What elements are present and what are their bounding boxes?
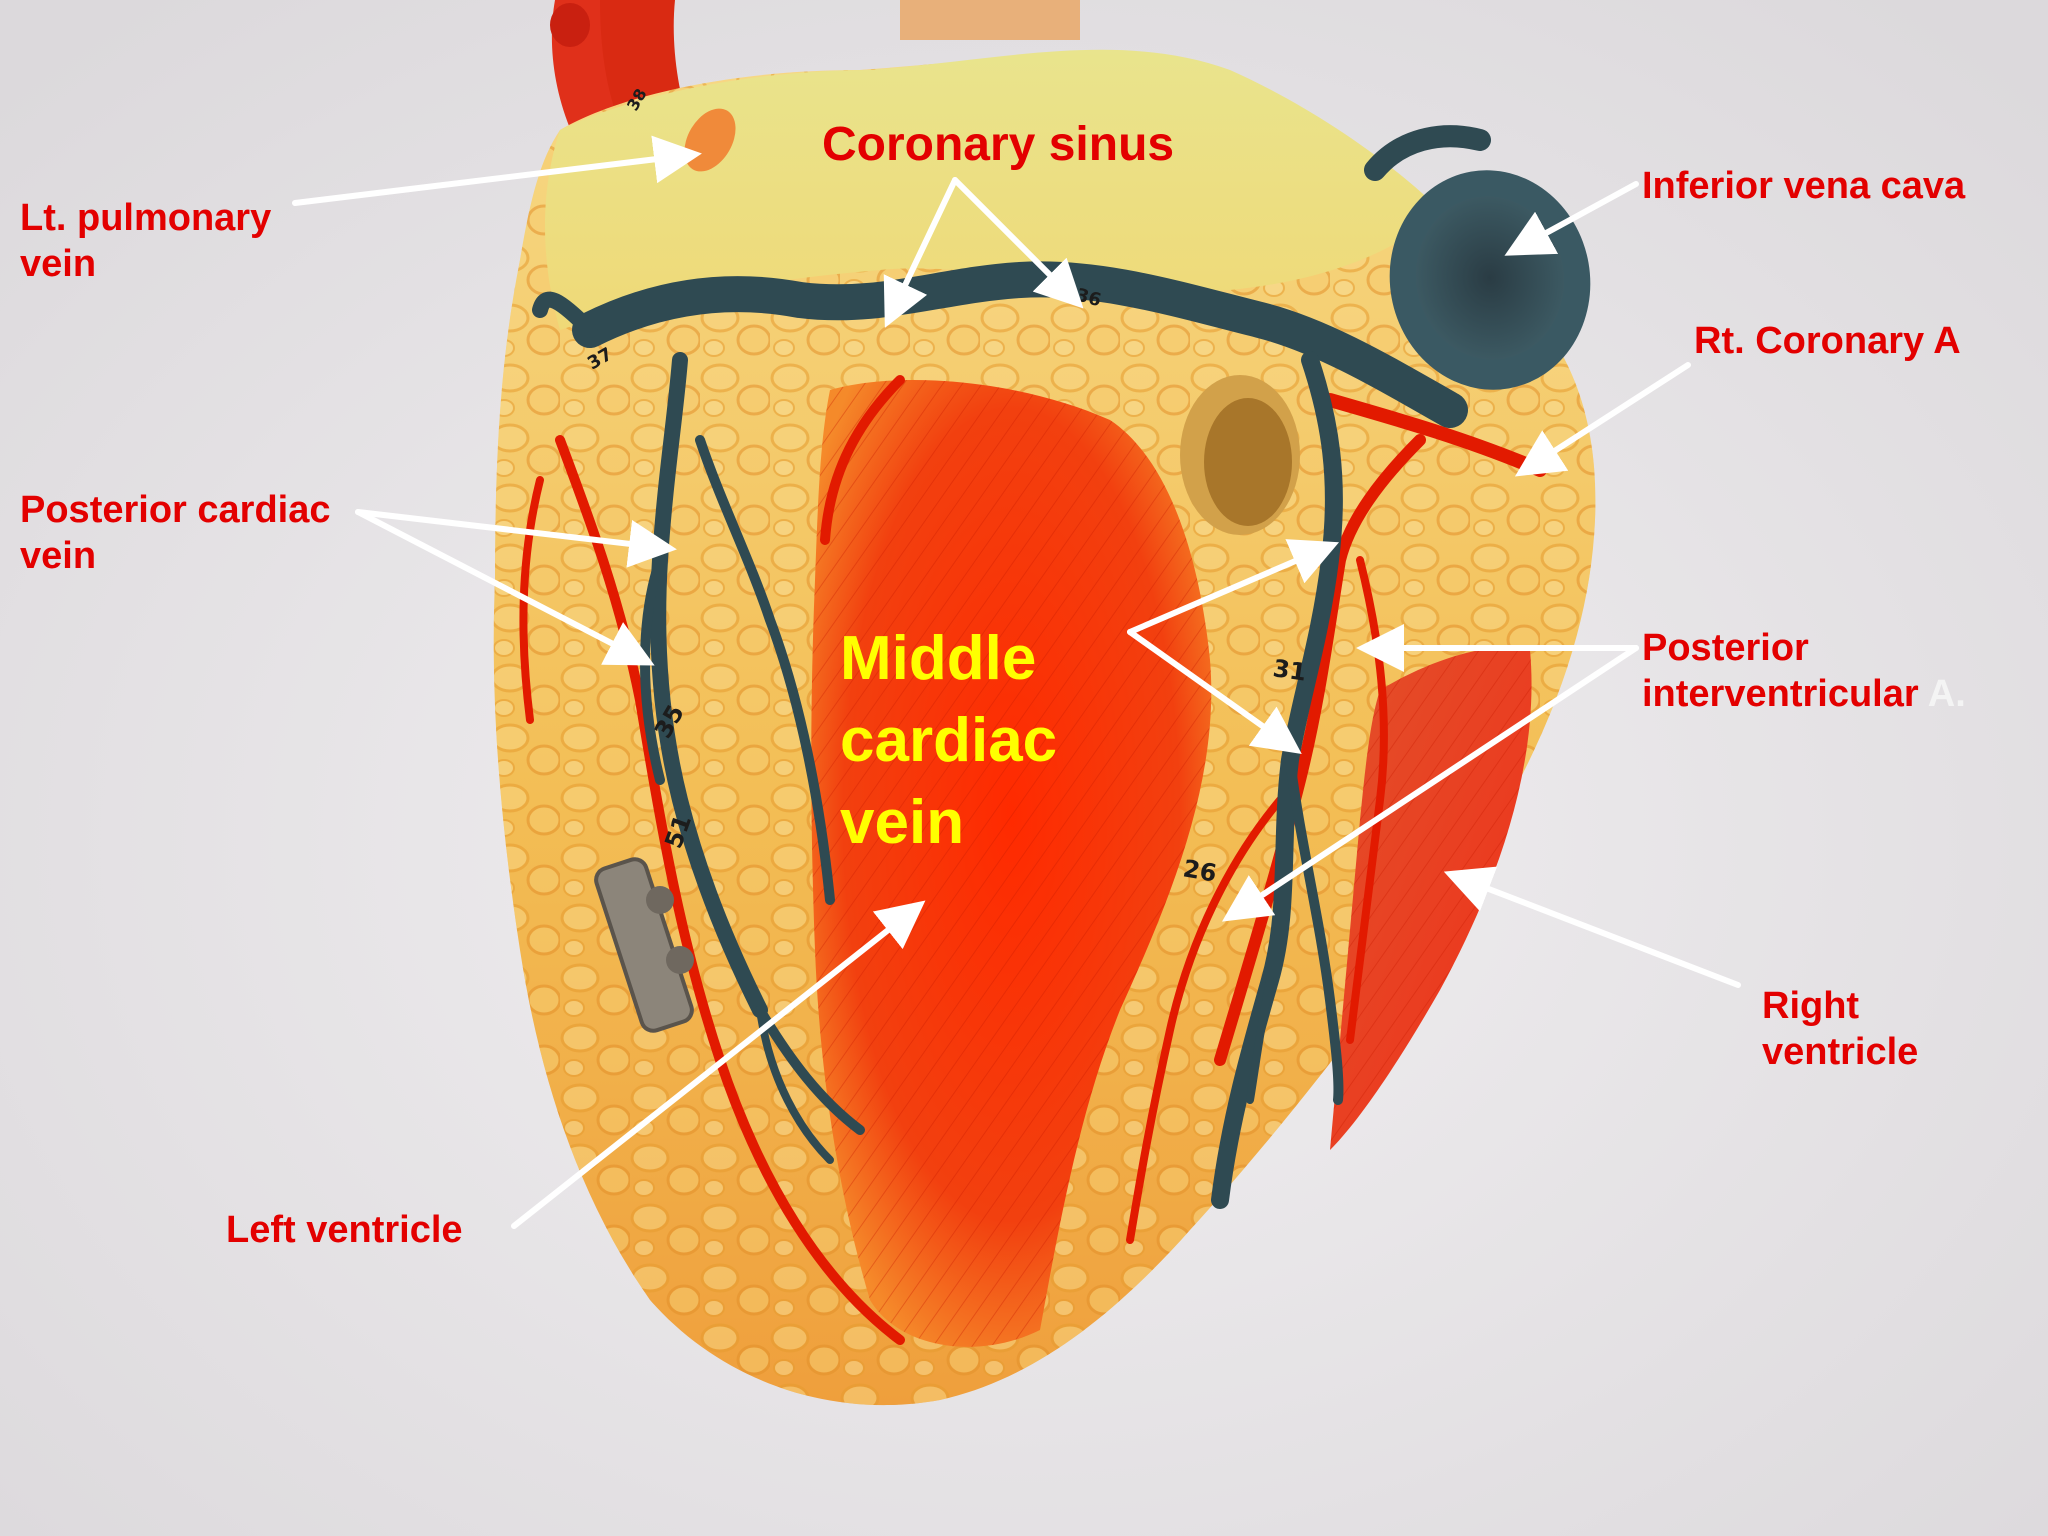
left-ventricle-label: Left ventricle [226, 1209, 463, 1251]
coronary-arteries [519, 375, 1547, 1345]
middle-cardiac-vein-label: Middle cardiac vein [840, 624, 1058, 857]
metal-clip [594, 857, 694, 1033]
lt-pulmonary-vein-label: Lt. pulmonary vein [20, 197, 272, 285]
arrow [292, 135, 702, 206]
arrow [1514, 362, 1691, 477]
coronary-sinus-vessel [572, 261, 1468, 428]
inferior-vena-cava-label: Inferior vena cava [1642, 165, 1966, 207]
coronary-sinus-label: Coronary sinus [822, 118, 1175, 171]
arrow [952, 177, 1084, 309]
atria [545, 49, 1440, 330]
pointer-arrows [292, 135, 1741, 1229]
arrow [355, 509, 655, 666]
posterior-interventricular-label: Posterior interventricular A. [1642, 627, 1966, 715]
arrow [883, 177, 958, 328]
arrow [1221, 645, 1639, 922]
arrow [355, 509, 677, 568]
right-ventricle-label: Right ventricle [1762, 985, 1919, 1073]
arrow [1443, 866, 1741, 988]
arrow [1504, 181, 1639, 256]
posterior-cardiac-vein-vessel [650, 352, 768, 1018]
arrow [511, 900, 926, 1229]
cardiac-veins [532, 261, 1468, 1209]
number-tag: 31 [1271, 654, 1308, 686]
number-tag: 26 [1181, 854, 1219, 887]
posterior-cardiac-vein-label: Posterior cardiac vein [20, 489, 331, 577]
arrow [1127, 539, 1340, 635]
arrow [1127, 629, 1302, 754]
rt-coronary-a-label: Rt. Coronary A [1694, 320, 1961, 362]
